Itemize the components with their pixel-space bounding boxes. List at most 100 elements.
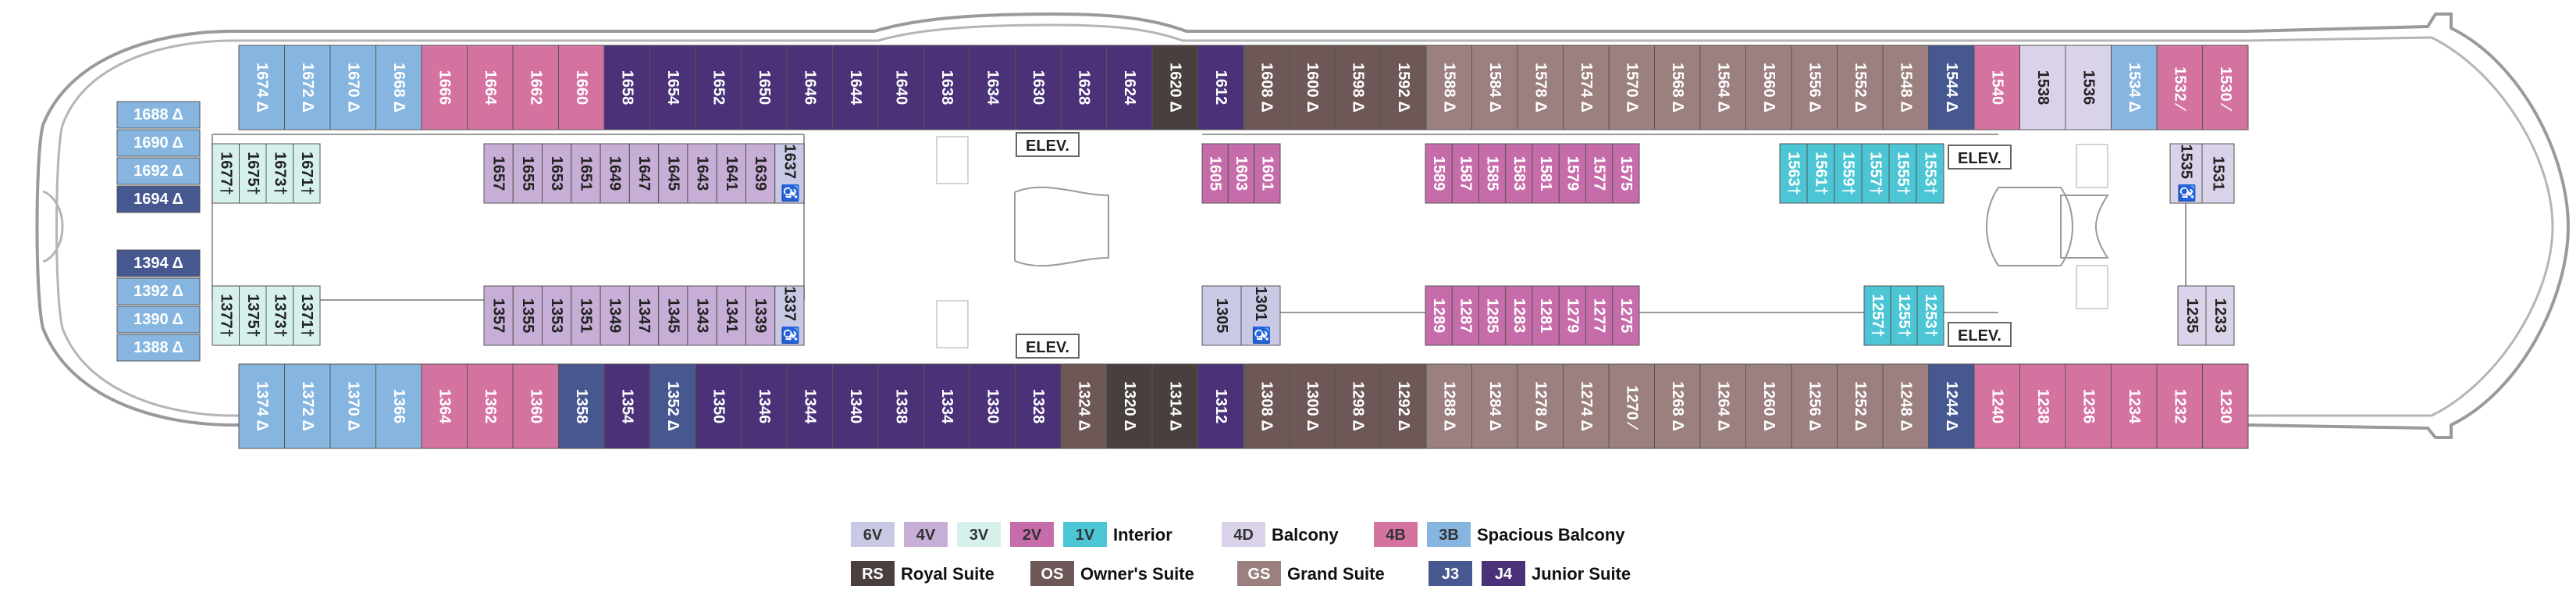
cabin[interactable]: 1232	[2156, 363, 2203, 449]
cabin[interactable]: 1375†	[239, 285, 267, 346]
cabin[interactable]: 1628	[1060, 45, 1107, 130]
cabin[interactable]: 1345	[658, 285, 688, 346]
cabin[interactable]: 1584 Δ	[1471, 45, 1518, 130]
cabin[interactable]: 1641	[716, 143, 746, 204]
cabin[interactable]: 1392 Δ	[116, 277, 201, 305]
cabin[interactable]: 1534 Δ	[2111, 45, 2158, 130]
cabin[interactable]: 1583	[1505, 143, 1533, 204]
cabin[interactable]: 1548 Δ	[1882, 45, 1929, 130]
cabin[interactable]: 1388 Δ	[116, 334, 201, 362]
cabin[interactable]: 1612	[1197, 45, 1244, 130]
cabin[interactable]: 1362	[467, 363, 514, 449]
cabin[interactable]: 1371†	[293, 285, 321, 346]
cabin[interactable]: 1634	[969, 45, 1016, 130]
cabin[interactable]: 1281	[1532, 285, 1560, 346]
cabin[interactable]: 1324 Δ	[1060, 363, 1107, 449]
cabin[interactable]: 1552 Δ	[1837, 45, 1884, 130]
cabin[interactable]: 1658	[603, 45, 650, 130]
cabin[interactable]: 1570 Δ	[1608, 45, 1655, 130]
cabin[interactable]: 1255†	[1890, 285, 1918, 346]
cabin[interactable]: 1592 Δ	[1380, 45, 1427, 130]
cabin[interactable]: 1244 Δ	[1928, 363, 1975, 449]
cabin[interactable]: 1638	[923, 45, 970, 130]
cabin[interactable]: 1589	[1425, 143, 1453, 204]
elevator-label[interactable]: ELEV.	[1016, 334, 1080, 359]
cabin[interactable]: 1672 Δ	[284, 45, 331, 130]
cabin[interactable]: 1556 Δ	[1791, 45, 1838, 130]
cabin[interactable]: 1233	[2205, 285, 2235, 346]
cabin[interactable]: 1240	[1973, 363, 2020, 449]
cabin[interactable]: 1653	[542, 143, 572, 204]
cabin[interactable]: 1285	[1478, 285, 1507, 346]
cabin[interactable]: 1350	[695, 363, 742, 449]
cabin[interactable]: 1236	[2065, 363, 2112, 449]
cabin[interactable]: 1577	[1585, 143, 1614, 204]
cabin[interactable]: 1544 Δ	[1928, 45, 1975, 130]
cabin[interactable]: 1344	[786, 363, 833, 449]
cabin[interactable]: 1253†	[1916, 285, 1944, 346]
cabin[interactable]: 1652	[695, 45, 742, 130]
cabin[interactable]: 1674 Δ	[238, 45, 285, 130]
elevator-label[interactable]: ELEV.	[1948, 145, 2012, 170]
cabin[interactable]: 1578 Δ	[1517, 45, 1564, 130]
cabin[interactable]: 1270 ⁄	[1608, 363, 1655, 449]
cabin[interactable]: 1649	[600, 143, 630, 204]
cabin[interactable]: 1657	[483, 143, 514, 204]
cabin[interactable]: 1608 Δ	[1243, 45, 1290, 130]
cabin[interactable]: 1346	[741, 363, 788, 449]
cabin[interactable]: 1235	[2177, 285, 2207, 346]
cabin[interactable]: 1349	[600, 285, 630, 346]
cabin[interactable]: 1328	[1015, 363, 1062, 449]
cabin[interactable]: 1588 Δ	[1425, 45, 1472, 130]
cabin[interactable]: 1575	[1612, 143, 1640, 204]
cabin[interactable]: 1300 Δ	[1289, 363, 1336, 449]
cabin[interactable]: 1647	[628, 143, 660, 204]
cabin[interactable]: 1260 Δ	[1745, 363, 1792, 449]
cabin[interactable]: 1643	[687, 143, 717, 204]
cabin[interactable]: 1673†	[265, 143, 294, 204]
cabin[interactable]: 1603	[1227, 143, 1255, 204]
cabin[interactable]: 1256 Δ	[1791, 363, 1838, 449]
cabin[interactable]: 1598 Δ	[1334, 45, 1381, 130]
cabin[interactable]: 1338	[877, 363, 924, 449]
cabin[interactable]: 1305	[1201, 285, 1242, 346]
elevator-label[interactable]: ELEV.	[1948, 322, 2012, 347]
cabin[interactable]: 1654	[649, 45, 696, 130]
cabin[interactable]: 1284 Δ	[1471, 363, 1518, 449]
cabin[interactable]: 1581	[1532, 143, 1560, 204]
cabin[interactable]: 1298 Δ	[1334, 363, 1381, 449]
cabin[interactable]: 1670 Δ	[329, 45, 376, 130]
cabin[interactable]: 1320 Δ	[1106, 363, 1153, 449]
cabin[interactable]: 1283	[1505, 285, 1533, 346]
cabin[interactable]: 1666	[421, 45, 468, 130]
cabin[interactable]: 1337 ♿	[774, 285, 805, 346]
cabin[interactable]: 1553†	[1916, 143, 1944, 204]
cabin[interactable]: 1352 Δ	[649, 363, 696, 449]
cabin[interactable]: 1341	[716, 285, 746, 346]
cabin[interactable]: 1646	[786, 45, 833, 130]
cabin[interactable]: 1372 Δ	[284, 363, 331, 449]
cabin[interactable]: 1651	[571, 143, 601, 204]
cabin[interactable]: 1559†	[1834, 143, 1863, 204]
cabin[interactable]: 1274 Δ	[1563, 363, 1610, 449]
cabin[interactable]: 1630	[1015, 45, 1062, 130]
cabin[interactable]: 1301 ♿	[1240, 285, 1281, 346]
cabin[interactable]: 1564 Δ	[1699, 45, 1746, 130]
cabin[interactable]: 1330	[969, 363, 1016, 449]
cabin[interactable]: 1677†	[212, 143, 240, 204]
cabin[interactable]: 1662	[512, 45, 559, 130]
cabin[interactable]: 1600 Δ	[1289, 45, 1336, 130]
cabin[interactable]: 1660	[558, 45, 605, 130]
cabin[interactable]: 1560 Δ	[1745, 45, 1792, 130]
cabin[interactable]: 1540	[1973, 45, 2020, 130]
cabin[interactable]: 1252 Δ	[1837, 363, 1884, 449]
cabin[interactable]: 1650	[741, 45, 788, 130]
cabin[interactable]: 1353	[542, 285, 572, 346]
cabin[interactable]: 1668 Δ	[375, 45, 422, 130]
cabin[interactable]: 1640	[877, 45, 924, 130]
cabin[interactable]: 1347	[628, 285, 660, 346]
cabin[interactable]: 1394 Δ	[116, 249, 201, 277]
cabin[interactable]: 1357	[483, 285, 514, 346]
cabin[interactable]: 1620 Δ	[1151, 45, 1198, 130]
cabin[interactable]: 1351	[571, 285, 601, 346]
